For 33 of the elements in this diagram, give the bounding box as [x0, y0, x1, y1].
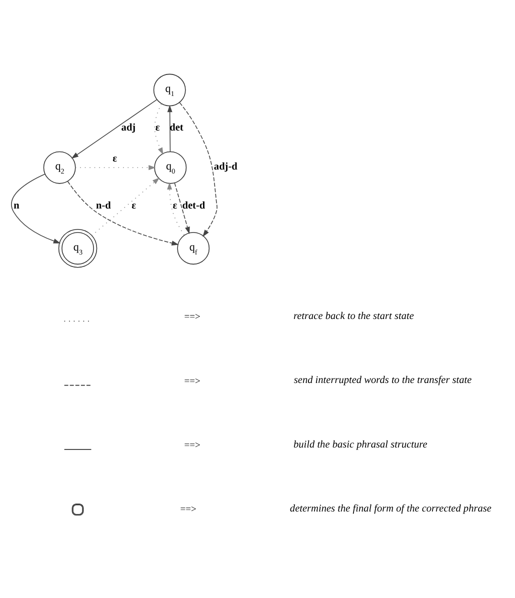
- arrow: [67, 181, 179, 246]
- edge-label: adj-d: [214, 161, 238, 172]
- arrow: [11, 174, 61, 244]
- legend-label: determines the final form of the corrected phrase: [290, 503, 492, 514]
- edge-label: ε: [155, 122, 160, 134]
- legend-label: send interrupted words to the transfer state: [294, 375, 472, 386]
- label: ==>: [180, 505, 196, 516]
- edge-label: n-d: [96, 200, 111, 212]
- legend-label: build the basic phrasal structure: [293, 439, 428, 450]
- edge-label: ε: [172, 200, 178, 212]
- label: ==>: [184, 312, 200, 323]
- arrow: [174, 182, 190, 234]
- node-circle: q$_{3}$: [58, 228, 98, 268]
- node-circle: q$_{2}$: [43, 151, 76, 184]
- arrow: [91, 178, 160, 236]
- node-circle: q$_{1}$: [153, 74, 186, 106]
- label: ==>: [184, 440, 200, 451]
- arrow: [179, 102, 218, 237]
- arrow: [75, 165, 156, 170]
- edge-label: adj: [121, 122, 136, 134]
- node-circle: q$_{f}$: [177, 232, 210, 265]
- edge-label: n: [14, 200, 20, 212]
- edge-label: ε: [112, 154, 118, 165]
- arrow: [167, 182, 185, 236]
- legend-label: retrace back to the start state: [293, 311, 414, 322]
- label: ==>: [184, 376, 200, 387]
- edge-label: ε: [132, 200, 136, 212]
- arrow: [71, 99, 158, 159]
- arrow: [154, 104, 164, 155]
- edge-label: det: [170, 122, 184, 134]
- node-circle: q$_{0}$: [154, 151, 187, 184]
- edge-label: det-d: [182, 200, 206, 212]
- arrow: [167, 104, 172, 152]
